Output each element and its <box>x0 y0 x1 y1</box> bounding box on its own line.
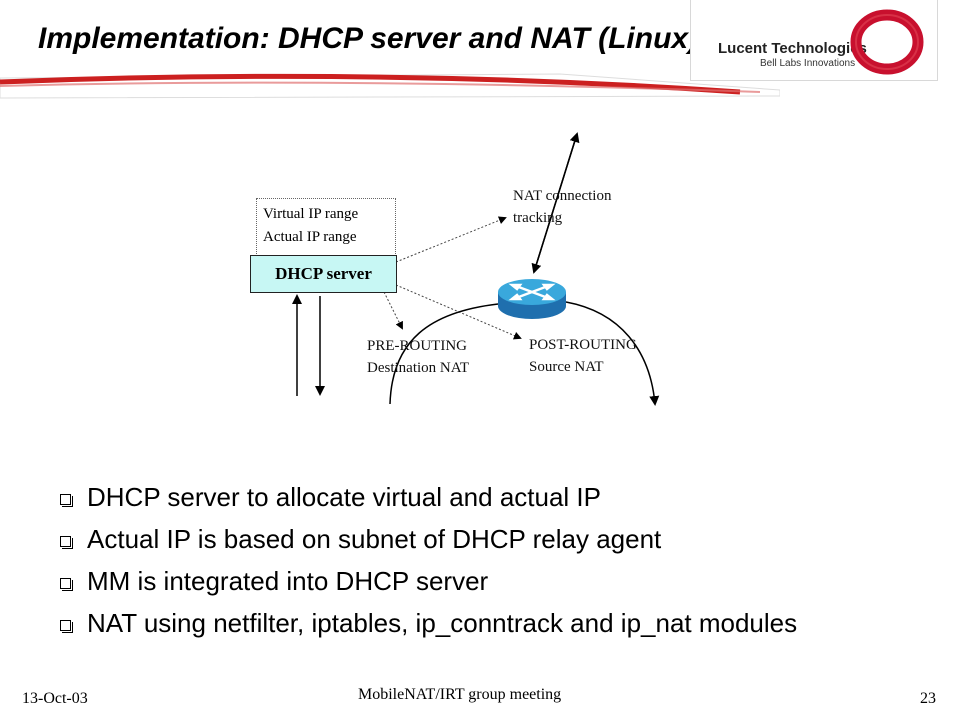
logo-company-name: Lucent Technologies <box>718 40 867 57</box>
actual-ip-range-label: Actual IP range <box>263 229 357 245</box>
square-bullet-icon <box>60 578 73 591</box>
nat-tracking-label-line2: tracking <box>513 210 563 226</box>
bullet-item: NAT using netfilter, iptables, ip_conntr… <box>60 608 920 638</box>
source-nat-label: Source NAT <box>529 359 604 375</box>
dhcp-server-box: DHCP server <box>250 255 397 293</box>
virtual-ip-range-label: Virtual IP range <box>263 206 359 222</box>
post-routing-label: POST-ROUTING <box>529 337 637 353</box>
pre-routing-label: PRE-ROUTING <box>367 338 467 354</box>
bullet-item: DHCP server to allocate virtual and actu… <box>60 482 920 512</box>
bullet-list: DHCP server to allocate virtual and actu… <box>60 482 920 650</box>
bullet-item: Actual IP is based on subnet of DHCP rel… <box>60 524 920 554</box>
slide-title: Implementation: DHCP server and NAT (Lin… <box>38 22 699 55</box>
footer-meeting-title: MobileNAT/IRT group meeting <box>358 686 562 703</box>
logo-tagline: Bell Labs Innovations <box>760 58 856 69</box>
nat-tracking-label-line1: NAT connection <box>513 188 612 204</box>
bullet-text: DHCP server to allocate virtual and actu… <box>87 482 601 512</box>
title-swoosh-decoration <box>0 73 780 99</box>
page-number: 23 <box>920 690 936 707</box>
square-bullet-icon <box>60 494 73 507</box>
lucent-ring-logo-icon <box>850 9 924 75</box>
router-icon <box>498 279 566 319</box>
nat-diagram-lines <box>292 132 660 406</box>
square-bullet-icon <box>60 536 73 549</box>
bullet-text: NAT using netfilter, iptables, ip_conntr… <box>87 608 798 638</box>
bullet-text: MM is integrated into DHCP server <box>87 566 489 596</box>
destination-nat-label: Destination NAT <box>367 360 470 376</box>
bullet-item: MM is integrated into DHCP server <box>60 566 920 596</box>
footer-date: 13-Oct-03 <box>22 690 88 707</box>
bullet-text: Actual IP is based on subnet of DHCP rel… <box>87 524 662 554</box>
square-bullet-icon <box>60 620 73 633</box>
